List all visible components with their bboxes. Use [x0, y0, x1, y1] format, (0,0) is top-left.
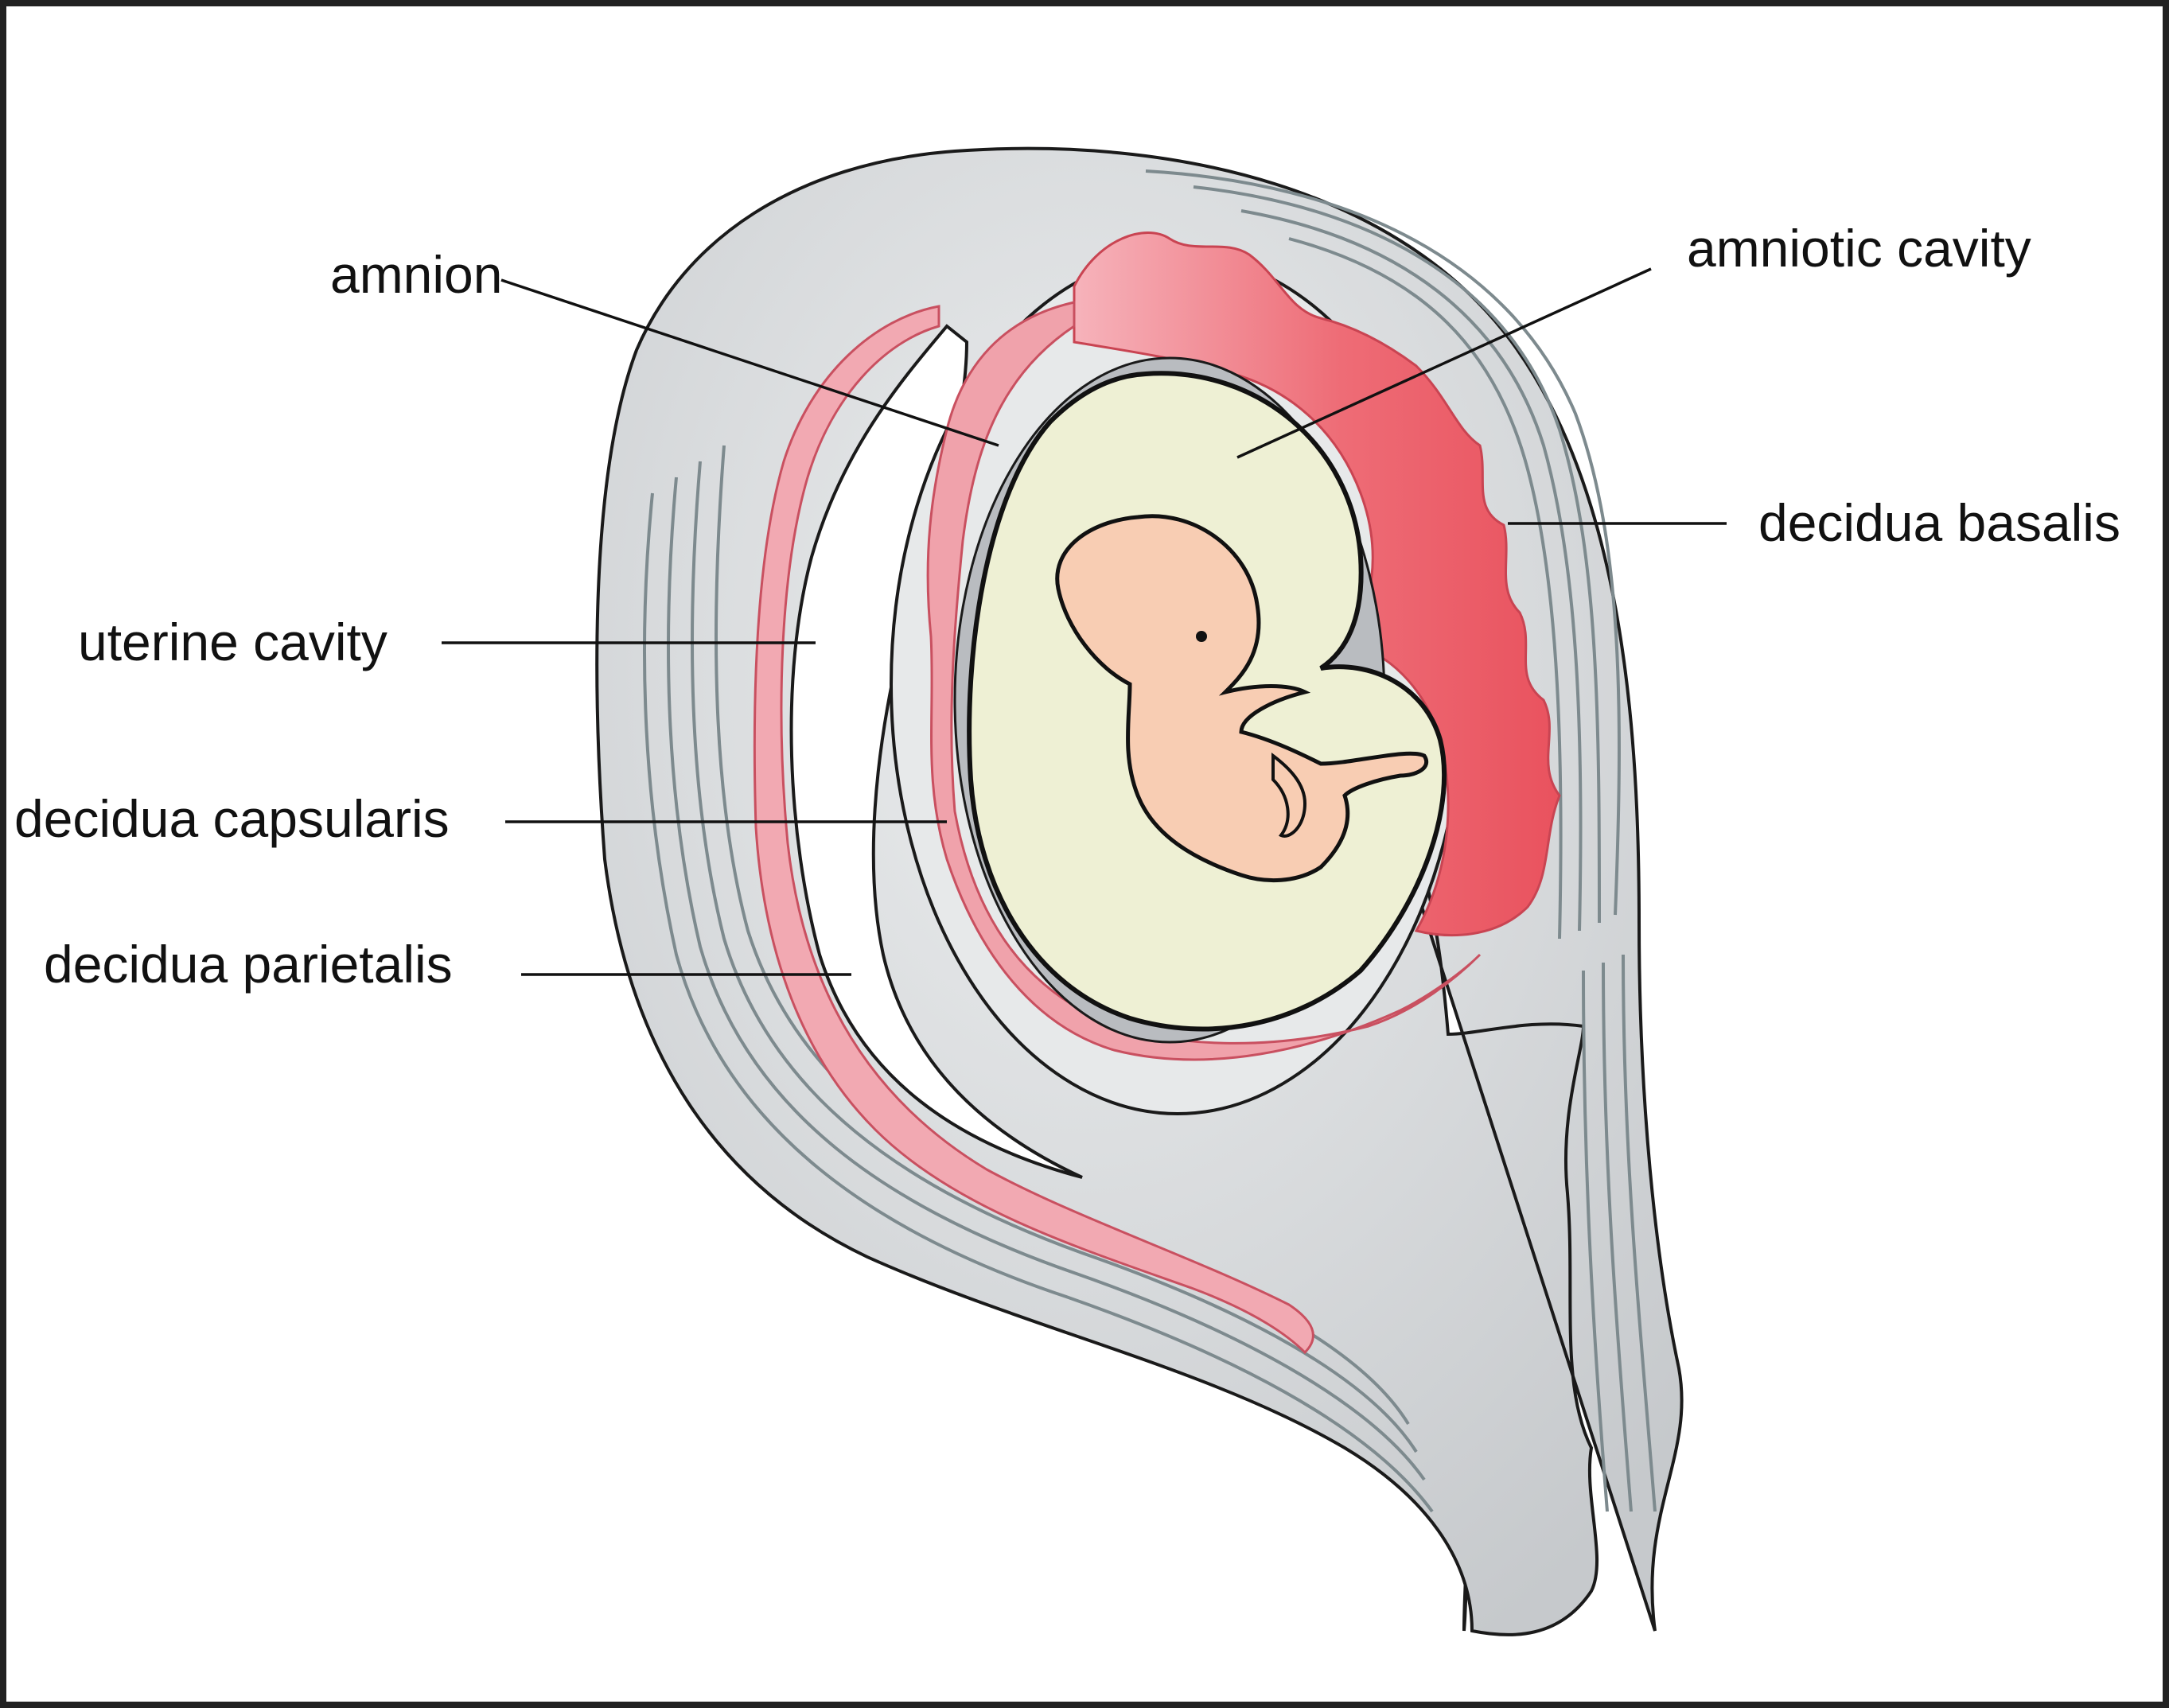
decidua-capsularis [926, 301, 1482, 1061]
amniotic-cavity-leader [1236, 267, 1652, 459]
decidua-basalis [1073, 231, 1561, 937]
leader-lines [442, 267, 1727, 976]
label-decidua-parietalis: decidua parietalis [44, 935, 453, 994]
amnion-leader [500, 278, 999, 447]
embryo-limb [1271, 752, 1307, 838]
myometrium-stripes [643, 169, 1657, 1513]
label-uterine-cavity: uterine cavity [78, 613, 387, 671]
label-amniotic-cavity: amniotic cavity [1687, 219, 2031, 278]
label-decidua-capsularis: decidua capsularis [14, 789, 450, 848]
decidua-parietalis [753, 305, 1314, 1355]
embryo [1055, 514, 1428, 882]
label-decidua-basalis: decidua basalis [1758, 493, 2120, 552]
embryo-eye [1196, 631, 1207, 642]
label-amnion: amnion [330, 245, 502, 304]
